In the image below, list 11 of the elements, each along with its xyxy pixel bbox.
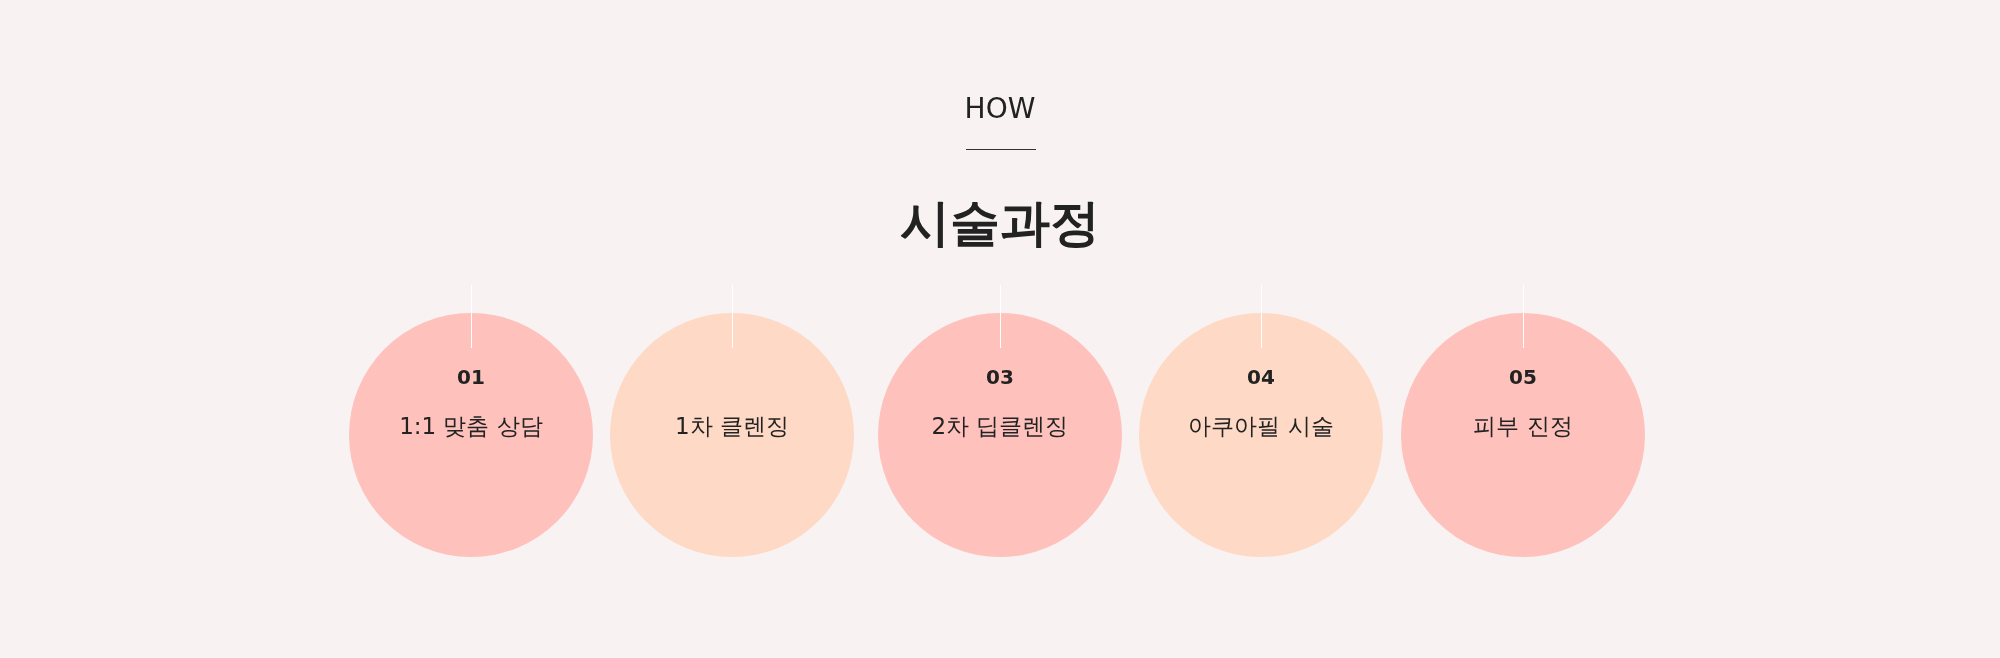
step-number: 03 (986, 365, 1014, 389)
section-title: 시술과정 (900, 193, 1100, 254)
step-number: 05 (1509, 365, 1537, 389)
step-label: 1:1 맞춤 상담 (399, 412, 543, 441)
step-number: 01 (457, 365, 485, 389)
step-number: 04 (1247, 365, 1275, 389)
step-label: 2차 딥클렌징 (931, 412, 1069, 441)
section-eyebrow: HOW (964, 92, 1036, 125)
step-label: 피부 진정 (1473, 412, 1573, 441)
step-label: 아쿠아필 시술 (1188, 412, 1334, 441)
step-label: 1차 클렌징 (675, 412, 789, 441)
